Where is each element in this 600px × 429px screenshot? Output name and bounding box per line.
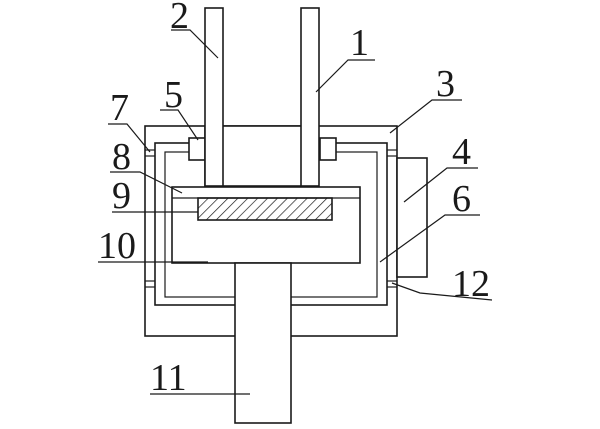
- right-collar: [319, 137, 337, 161]
- label-5: 5: [164, 74, 183, 116]
- label-4: 4: [452, 131, 471, 173]
- label-11: 11: [150, 357, 187, 399]
- callout-7: 7: [108, 87, 151, 153]
- callout-8: 8: [110, 136, 183, 194]
- side-block: [396, 157, 428, 278]
- label-1: 1: [350, 22, 369, 64]
- label-8: 8: [112, 136, 131, 178]
- left-rod: [204, 7, 224, 187]
- label-12: 12: [452, 263, 490, 305]
- label-10: 10: [98, 225, 136, 267]
- callout-1: 1: [315, 22, 375, 93]
- bottom-shaft: [234, 262, 292, 424]
- label-9: 9: [112, 175, 131, 217]
- callout-4: 4: [403, 131, 478, 203]
- callout-3: 3: [389, 63, 462, 134]
- callout-9: 9: [112, 175, 198, 217]
- callout-6: 6: [379, 178, 480, 263]
- label-2: 2: [170, 0, 189, 37]
- hatched-element: [197, 197, 333, 221]
- label-6: 6: [452, 178, 471, 220]
- callout-2: 2: [170, 0, 219, 59]
- label-3: 3: [436, 63, 455, 105]
- callout-5: 5: [160, 74, 199, 141]
- callout-10: 10: [98, 225, 208, 267]
- callout-12: 12: [391, 263, 493, 305]
- label-7: 7: [110, 87, 129, 129]
- callout-11: 11: [150, 357, 250, 399]
- left-collar: [188, 137, 206, 161]
- right-rod: [300, 7, 320, 187]
